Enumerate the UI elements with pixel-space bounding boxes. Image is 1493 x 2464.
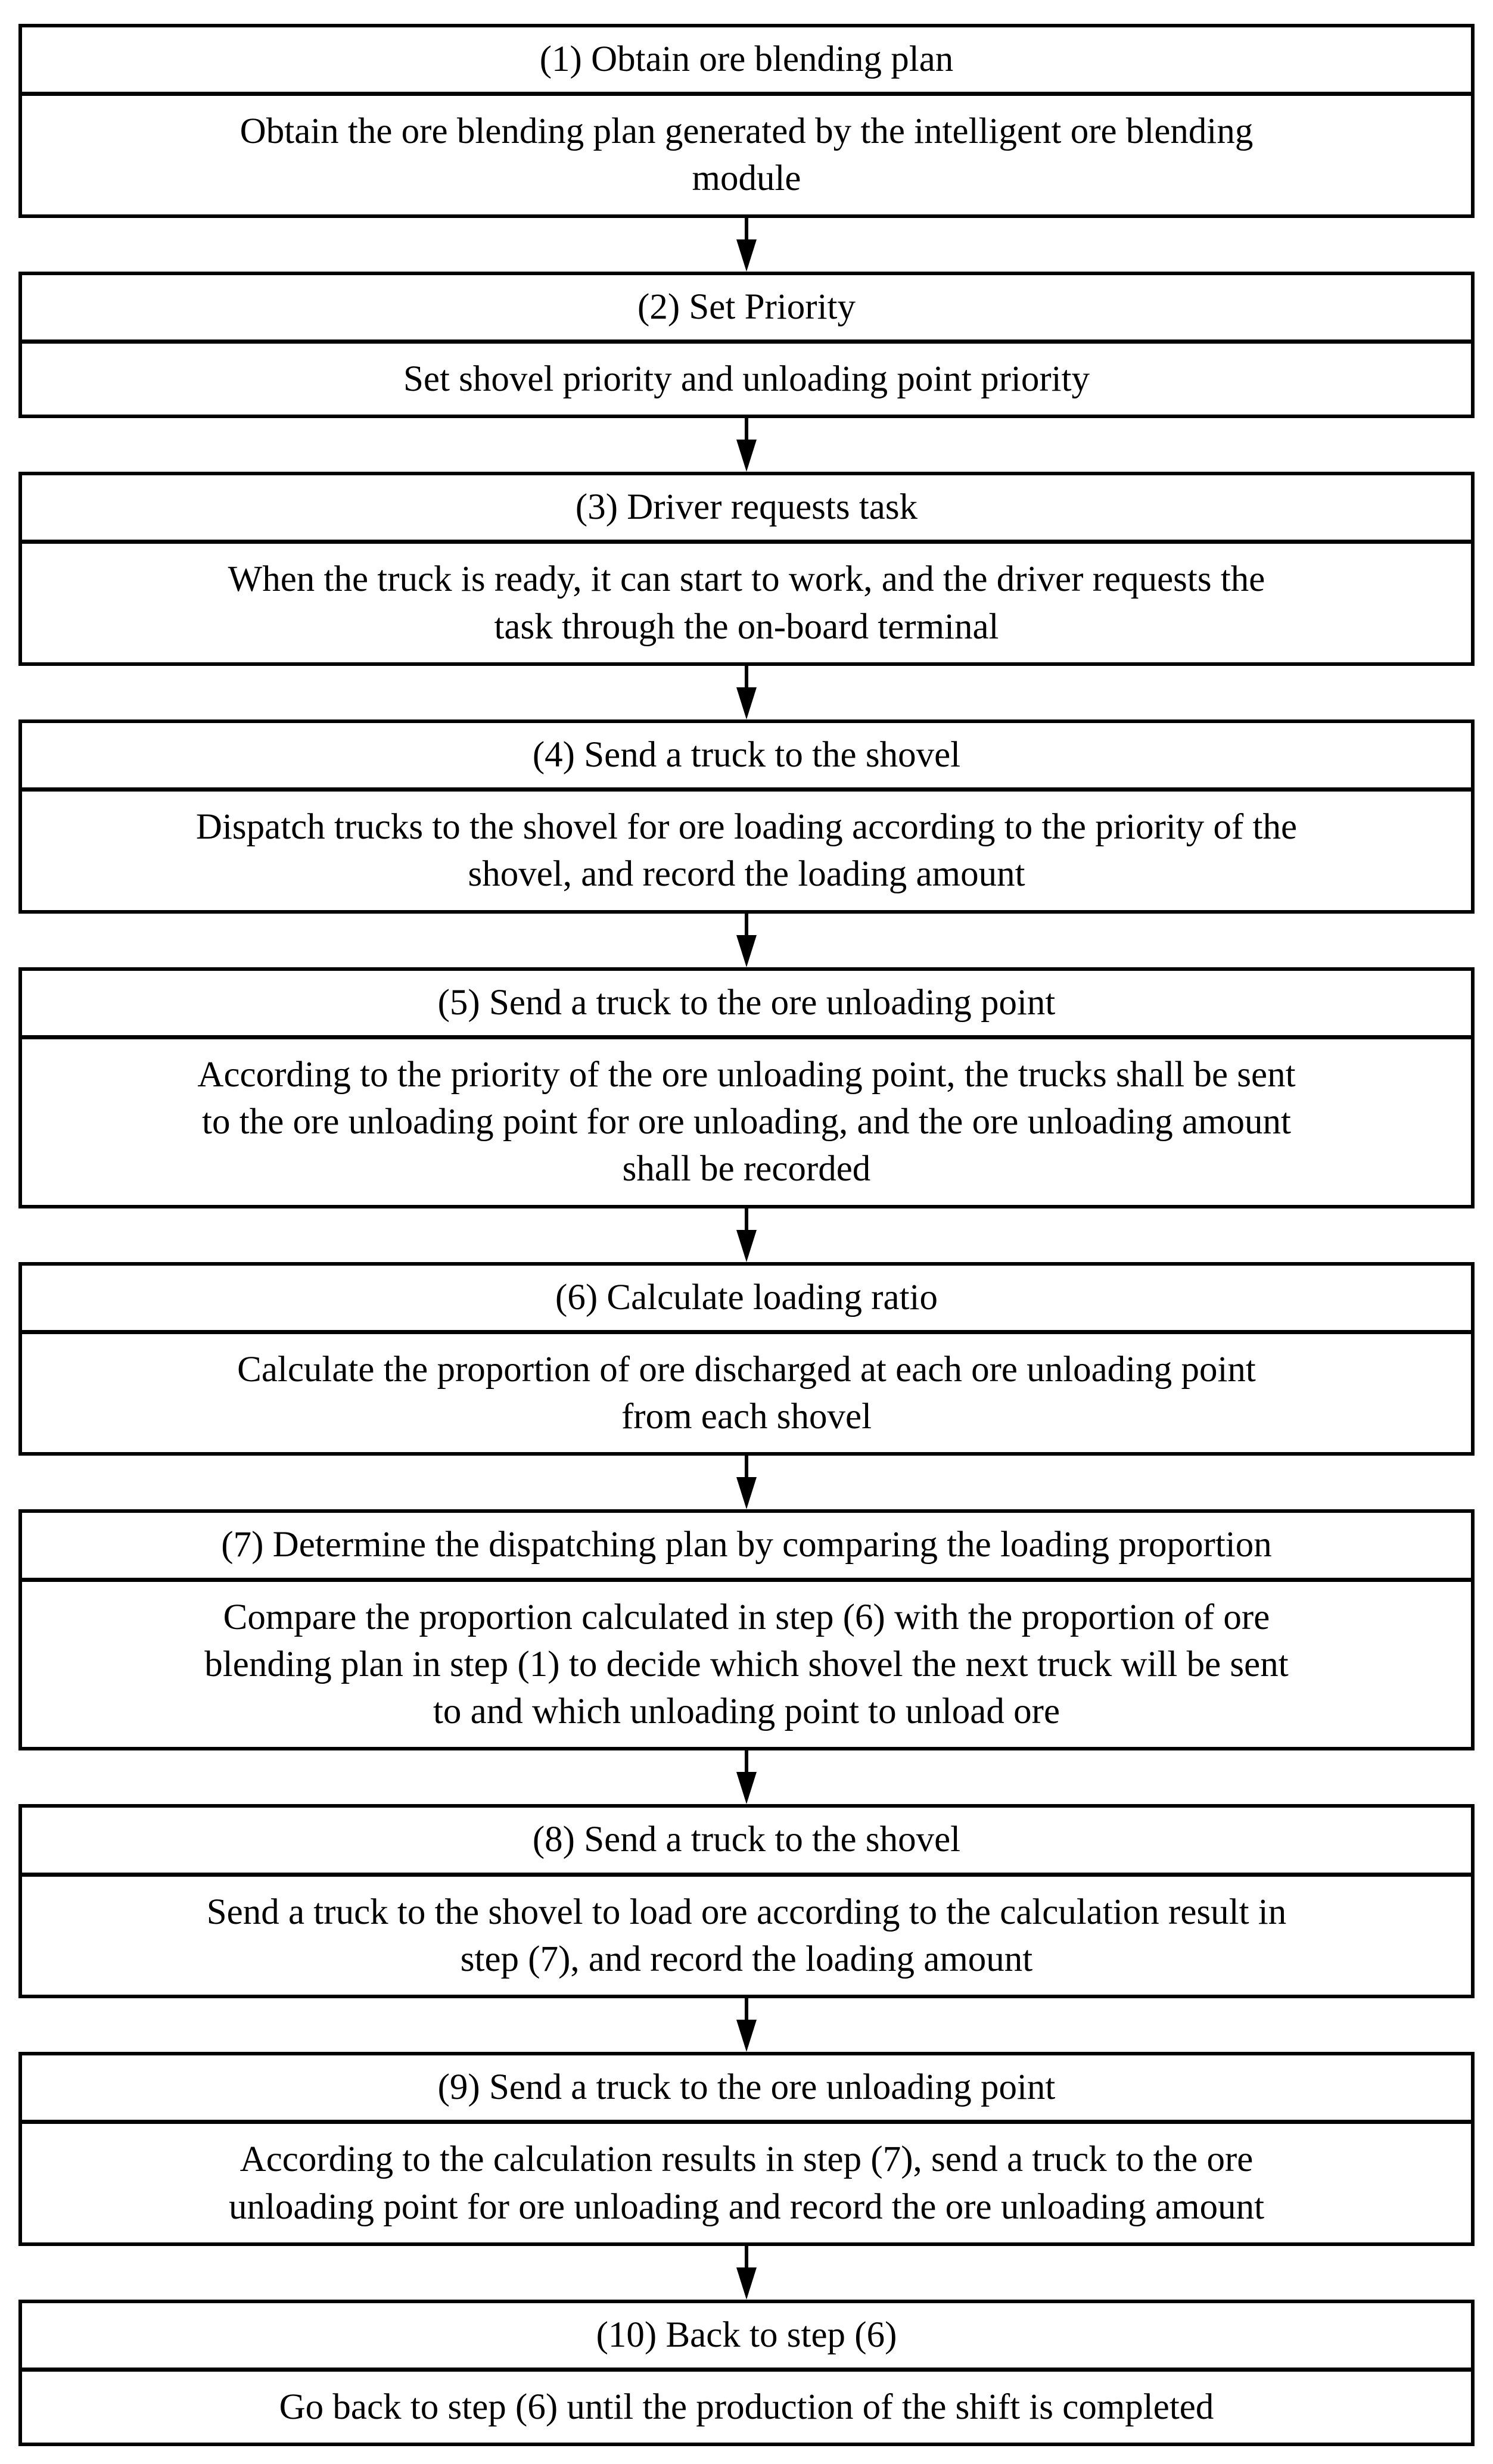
arrow-shaft [745, 913, 748, 935]
flow-step-9: (9) Send a truck to the ore unloading po… [18, 2052, 1475, 2246]
arrow-head [736, 440, 757, 472]
step-title: (3) Driver requests task [22, 475, 1471, 544]
step-title: (5) Send a truck to the ore unloading po… [22, 971, 1471, 1039]
arrow-head [736, 1229, 757, 1262]
step-title: (9) Send a truck to the ore unloading po… [22, 2055, 1471, 2125]
flow-step-6: (6) Calculate loading ratio Calculate th… [18, 1261, 1475, 1456]
step-title: (10) Back to step (6) [22, 2303, 1471, 2372]
arrow-head [736, 1772, 757, 1805]
arrow-head [736, 934, 757, 967]
down-arrow-icon [18, 1456, 1475, 1510]
step-description: When the truck is ready, it can start to… [228, 559, 1265, 647]
arrow-shaft [745, 2245, 748, 2267]
step-description: Obtain the ore blending plan generated b… [239, 111, 1254, 199]
step-description: According to the calculation results in … [228, 2139, 1265, 2227]
step-description: According to the priority of the ore unl… [197, 1054, 1296, 1189]
flow-step-4: (4) Send a truck to the shovel Dispatch … [18, 719, 1475, 914]
step-title: (6) Calculate loading ratio [22, 1266, 1471, 1334]
step-description: Compare the proportion calculated in ste… [204, 1597, 1289, 1732]
arrow-shaft [745, 1750, 748, 1773]
arrow-shaft [745, 217, 748, 239]
flow-step-8: (8) Send a truck to the shovel Send a tr… [18, 1804, 1475, 1999]
down-arrow-icon [18, 913, 1475, 967]
step-description: Dispatch trucks to the shovel for ore lo… [195, 807, 1298, 895]
flow-step-2: (2) Set Priority Set shovel priority and… [18, 271, 1475, 419]
flow-step-10: (10) Back to step (6) Go back to step (6… [18, 2299, 1475, 2447]
step-description: Set shovel priority and unloading point … [403, 359, 1090, 399]
down-arrow-icon [18, 2245, 1475, 2300]
arrow-shaft [745, 1208, 748, 1230]
step-title: (2) Set Priority [22, 275, 1471, 344]
flow-step-3: (3) Driver requests task When the truck … [18, 472, 1475, 666]
down-arrow-icon [18, 1750, 1475, 1805]
arrow-head [736, 687, 757, 719]
arrow-shaft [745, 665, 748, 687]
step-description: Send a truck to the shovel to load ore a… [206, 1892, 1287, 1979]
arrow-shaft [745, 1998, 748, 2020]
arrow-shaft [745, 418, 748, 440]
arrow-head [736, 239, 757, 272]
flow-step-7: (7) Determine the dispatching plan by co… [18, 1509, 1475, 1751]
flow-step-5: (5) Send a truck to the ore unloading po… [18, 967, 1475, 1208]
arrow-head [736, 2020, 757, 2052]
down-arrow-icon [18, 217, 1475, 272]
step-title: (1) Obtain ore blending plan [22, 27, 1471, 96]
flow-step-1: (1) Obtain ore blending plan Obtain the … [18, 24, 1475, 218]
arrow-shaft [745, 1456, 748, 1478]
down-arrow-icon [18, 1998, 1475, 2052]
step-title: (7) Determine the dispatching plan by co… [22, 1513, 1471, 1582]
down-arrow-icon [18, 418, 1475, 472]
step-description: Go back to step (6) until the production… [279, 2387, 1214, 2428]
step-description: Calculate the proportion of ore discharg… [237, 1349, 1256, 1437]
arrow-head [736, 1477, 757, 1510]
down-arrow-icon [18, 1208, 1475, 1262]
step-title: (4) Send a truck to the shovel [22, 723, 1471, 792]
down-arrow-icon [18, 665, 1475, 719]
step-title: (8) Send a truck to the shovel [22, 1808, 1471, 1877]
arrow-head [736, 2267, 757, 2300]
